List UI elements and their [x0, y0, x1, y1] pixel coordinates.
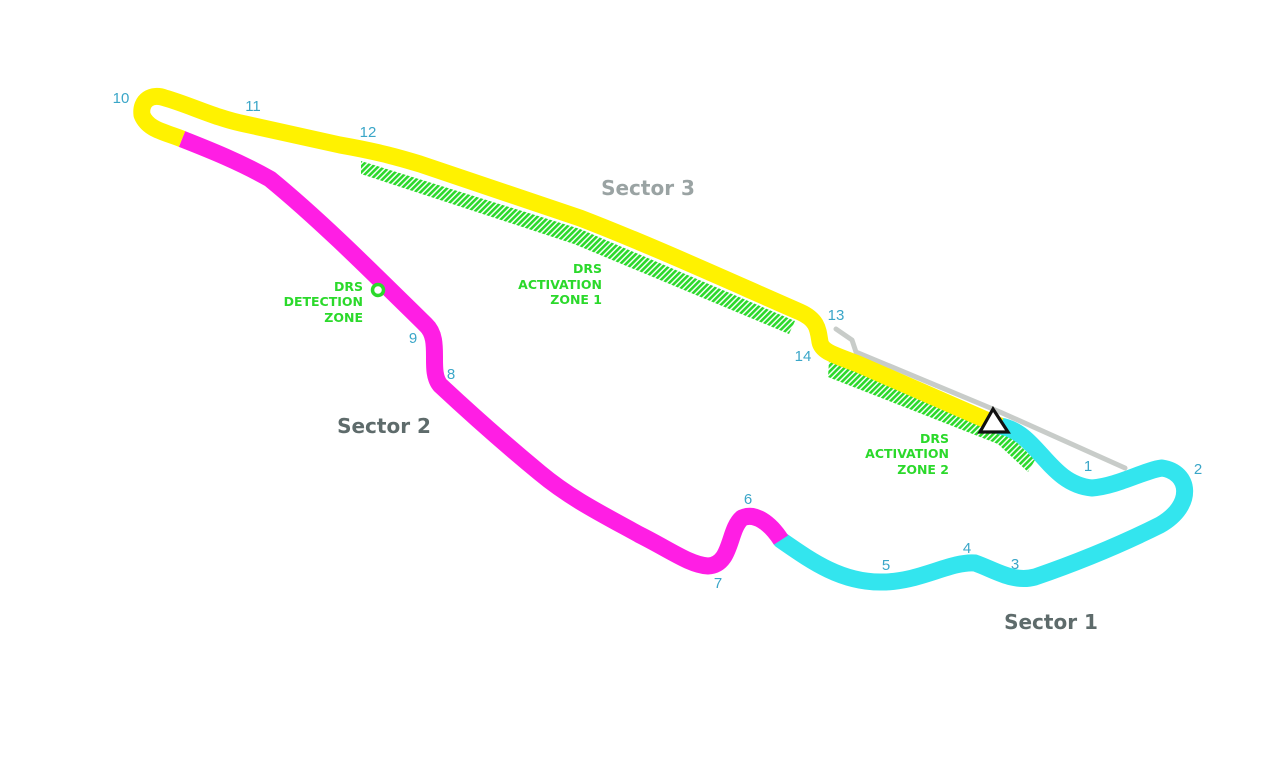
- sector-1-track: [772, 417, 1194, 591]
- sector-3-label: Sector 3: [601, 176, 695, 200]
- sector-2-label: Sector 2: [337, 414, 431, 438]
- start-finish-triangle-icon: [977, 405, 1011, 434]
- turn-number-13: 13: [828, 307, 845, 324]
- turn-number-5: 5: [882, 557, 890, 574]
- drs-zone-1-line-1: DRS: [573, 261, 602, 276]
- sector-2-track: [178, 131, 789, 575]
- turn-number-3: 3: [1011, 556, 1019, 573]
- drs-zone-2-label: DRS ACTIVATION ZONE 2: [865, 431, 949, 477]
- turn-number-1: 1: [1084, 458, 1092, 475]
- drs-detection-line-1: DRS: [334, 279, 363, 294]
- turn-number-9: 9: [409, 330, 417, 347]
- turn-number-8: 8: [447, 366, 455, 383]
- drs-zone-2-line-2: ACTIVATION: [865, 446, 949, 461]
- drs-activation-zone-1-strip: [361, 161, 795, 334]
- drs-detection-ring-icon: [370, 282, 386, 298]
- turn-number-7: 7: [714, 575, 722, 592]
- drs-detection-line-2: DETECTION: [284, 294, 363, 309]
- turn-number-12: 12: [360, 124, 377, 141]
- drs-zone-1-line-3: ZONE 1: [550, 292, 602, 307]
- drs-zone-2-line-3: ZONE 2: [897, 462, 949, 477]
- turn-number-14: 14: [795, 348, 812, 365]
- drs-detection-line-3: ZONE: [324, 310, 363, 325]
- drs-detection-label: DRS DETECTION ZONE: [284, 279, 363, 325]
- pit-lane: [833, 326, 1128, 471]
- turn-number-10: 10: [113, 90, 130, 107]
- turn-number-4: 4: [963, 540, 971, 557]
- sector-3-track: [133, 87, 1004, 434]
- drs-zone-2-line-1: DRS: [920, 431, 949, 446]
- turn-numbers: 1 2 3 4 5 6 7 8 9 10 11 12 13 14: [113, 90, 1203, 592]
- drs-zone-1-line-2: ACTIVATION: [518, 277, 602, 292]
- turn-number-6: 6: [744, 491, 752, 508]
- drs-activation-zone-2-strip: [828, 361, 1035, 472]
- turn-number-2: 2: [1194, 461, 1202, 478]
- sector-1-label: Sector 1: [1004, 610, 1098, 634]
- drs-zone-1-label: DRS ACTIVATION ZONE 1: [518, 261, 602, 307]
- turn-number-11: 11: [245, 98, 261, 115]
